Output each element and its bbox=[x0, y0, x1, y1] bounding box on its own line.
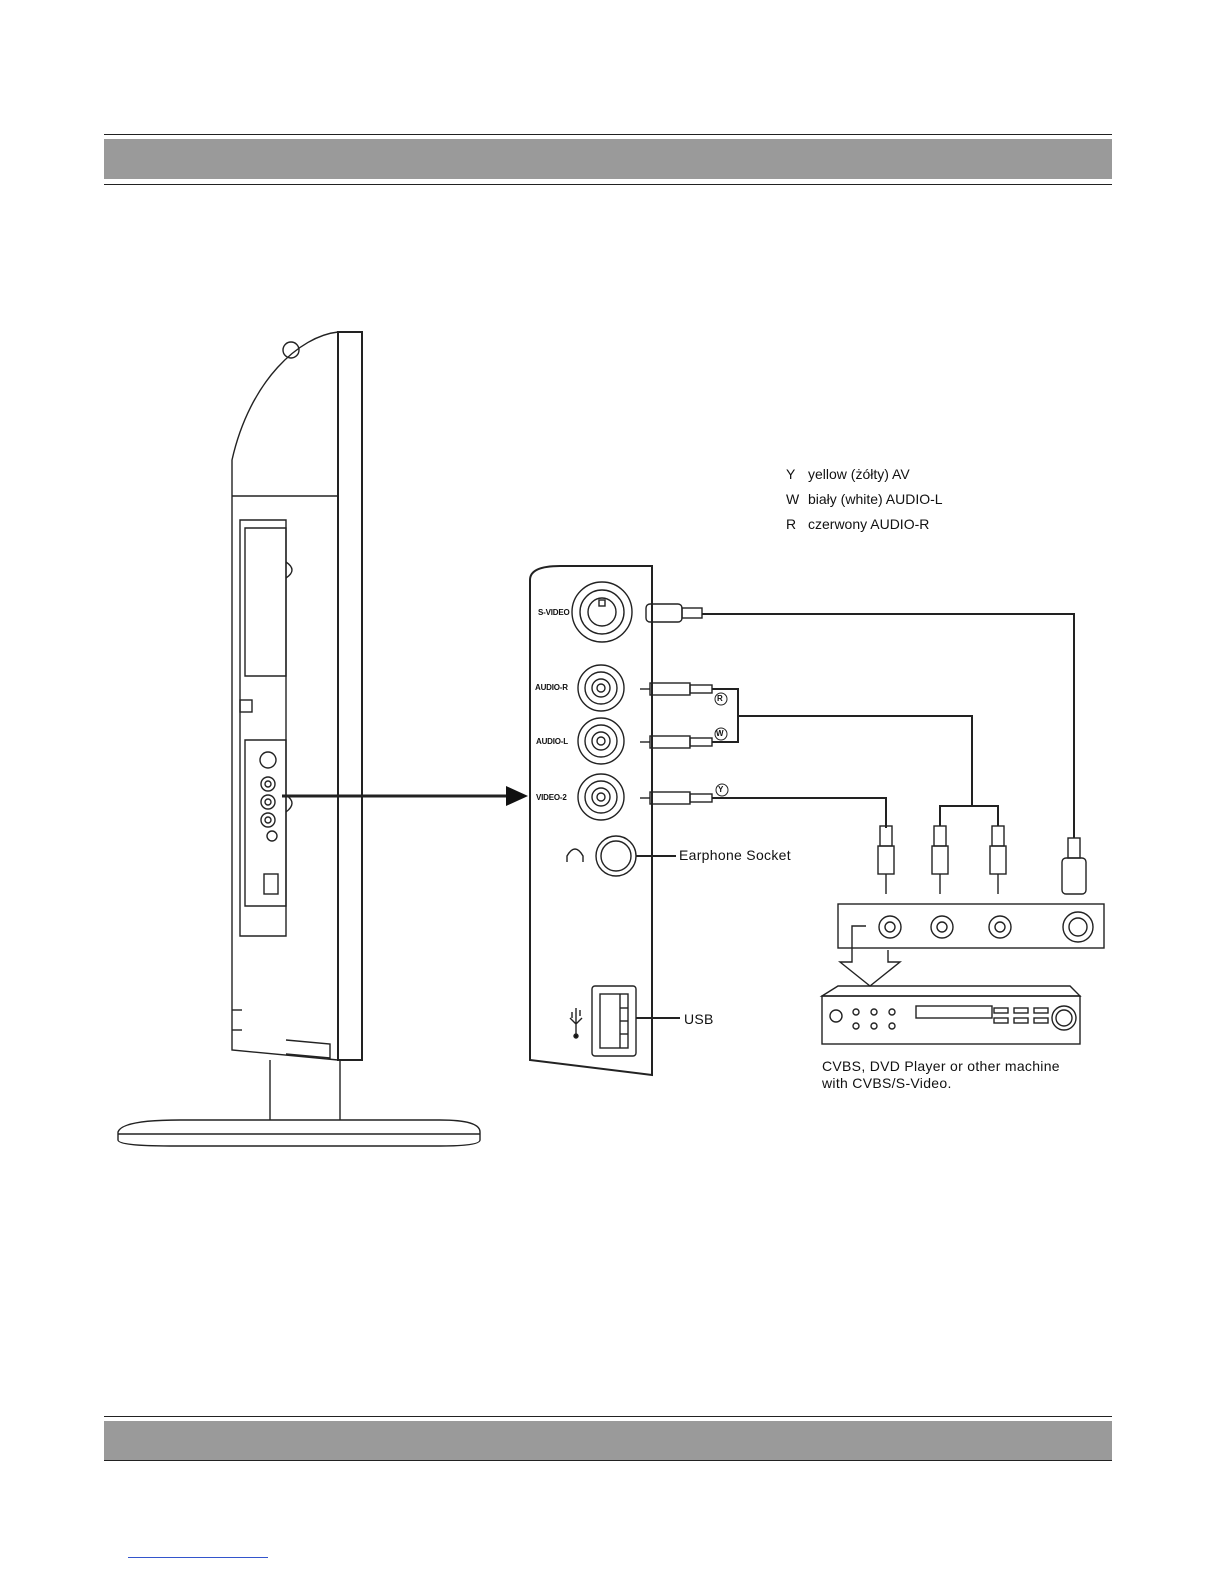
usb-label: USB bbox=[684, 1011, 714, 1027]
legend-text: biały (white) AUDIO-L bbox=[808, 491, 943, 507]
port-label-audio-l: AUDIO-L bbox=[536, 737, 568, 746]
device-caption: CVBS, DVD Player or other machine with C… bbox=[822, 1058, 1060, 1092]
dvd-player bbox=[822, 986, 1080, 1044]
device-jack-panel bbox=[838, 904, 1104, 948]
legend-key: W bbox=[786, 487, 808, 512]
port-label-audio-r: AUDIO-R bbox=[535, 683, 568, 692]
bottom-link-underline bbox=[128, 1557, 268, 1558]
legend-text: yellow (żółty) AV bbox=[808, 466, 910, 482]
plug-mark-y: Y bbox=[718, 785, 723, 794]
port-label-video2: VIDEO-2 bbox=[536, 793, 567, 802]
legend-key: Y bbox=[786, 462, 808, 487]
legend-text: czerwony AUDIO-R bbox=[808, 516, 929, 532]
plug-mark-r: R bbox=[717, 694, 723, 703]
legend-key: R bbox=[786, 512, 808, 537]
earphone-socket-label: Earphone Socket bbox=[679, 847, 791, 863]
plug-mark-w: W bbox=[716, 729, 723, 738]
port-label-svideo: S-VIDEO bbox=[538, 608, 570, 617]
usb-icon bbox=[570, 1008, 582, 1034]
device-caption-line1: CVBS, DVD Player or other machine bbox=[822, 1058, 1060, 1075]
connection-panel bbox=[530, 566, 652, 1075]
tv-side-view bbox=[118, 332, 480, 1146]
device-caption-line2: with CVBS/S-Video. bbox=[822, 1075, 1060, 1092]
